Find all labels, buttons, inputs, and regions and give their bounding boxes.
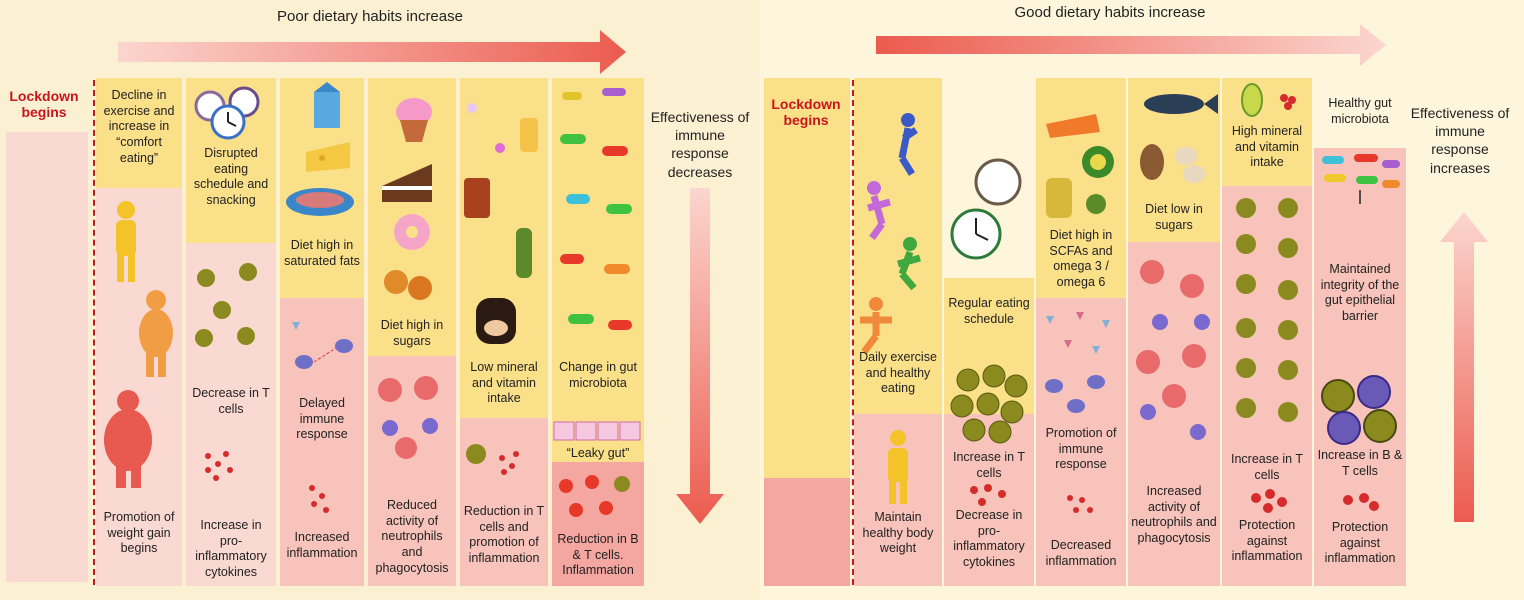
right-col-low-sugar: Diet low in sugars Increased activity of… <box>1128 78 1220 586</box>
left-col6-gut: “Leaky gut” <box>566 446 630 460</box>
fatty-foods-icon <box>286 82 354 216</box>
exercising-people-icon <box>860 113 921 355</box>
b-t-cells-icon <box>1321 375 1397 445</box>
right-col6-bottom: Protection against inflammation <box>1324 520 1396 566</box>
right-col5-bottom: Protection against inflammation <box>1231 518 1303 564</box>
t-cells-icon <box>195 263 257 347</box>
left-col-fats: Diet high in saturated fats Delayed immu… <box>280 78 364 586</box>
right-col5-top: High mineral and vitamin intake <box>1231 124 1303 170</box>
left-col-microbiota: Change in gut microbiota “Leaky gut” Red… <box>552 78 644 586</box>
healthy-body-icon <box>888 430 908 504</box>
b-t-cells-icon <box>559 475 630 517</box>
left-col1-top: Decline in exercise and increase in “com… <box>103 88 175 165</box>
right-col1-bottom: Maintain healthy body weight <box>862 510 934 556</box>
cytokines-icon <box>970 484 1006 506</box>
right-col-schedule: Regular eating schedule Increase in T ce… <box>944 78 1034 586</box>
many-t-cells-icon <box>950 364 1028 444</box>
right-col5-mid: Increase in T cells <box>1230 452 1304 482</box>
right-col6-gut: Maintained integrity of the gut epitheli… <box>1320 262 1400 323</box>
poor-habits-header: Poor dietary habits increase <box>277 8 463 25</box>
left-col3-top: Diet high in saturated fats <box>284 238 360 268</box>
left-col-sugars: Diet high in sugars Reduced activity of … <box>368 78 456 586</box>
right-col3-top: Diet high in SCFAs and omega 3 / omega 6 <box>1049 228 1113 289</box>
low-inflammation-icon <box>1067 495 1093 513</box>
left-col2-bottom: Increase in pro-inflammatory cytokines <box>195 518 267 579</box>
protection-dots-icon <box>1251 489 1287 513</box>
lockdown-line-left <box>93 80 95 585</box>
inflammation-icon <box>309 485 329 513</box>
effectiveness-increases-label: Effectiveness of immune response increas… <box>1410 105 1510 176</box>
right-col3-mid: Promotion of immune response <box>1045 426 1117 472</box>
leaky-gut-barrier-icon <box>553 421 641 441</box>
effectiveness-decreases-label: Effectiveness of immune response decreas… <box>650 109 750 180</box>
protection-dots-icon <box>1343 493 1379 511</box>
left-col-schedule: Disrupted eating schedule and snacking D… <box>186 78 276 586</box>
left-col6-bottom: Reduction in B & T cells. Inflammation <box>557 532 639 578</box>
decrease-arrow <box>676 188 724 524</box>
healthy-bacteria-icon <box>1322 154 1400 204</box>
left-col1-bottom: Promotion of weight gain begins <box>103 510 175 556</box>
reduced-t-cells-icon <box>466 444 519 475</box>
right-col4-bottom: Increased activity of neutrophils and ph… <box>1131 484 1217 545</box>
left-col2-top: Disrupted eating schedule and snacking <box>193 146 269 207</box>
left-col4-top: Diet high in sugars <box>380 318 444 348</box>
poor-habits-arrow <box>118 30 626 74</box>
bacteria-icon <box>560 88 632 330</box>
left-panel: Poor dietary habits increase Lockdown be… <box>0 0 760 600</box>
right-col2-bottom: Decrease in pro-inflammatory cytokines <box>953 508 1025 569</box>
good-habits-arrow <box>876 24 1386 66</box>
right-col6-top: Healthy gut microbiota <box>1328 96 1392 126</box>
left-col2-mid: Decrease in T cells <box>192 386 270 416</box>
lockdown-line-right <box>852 80 854 585</box>
lockdown-label-left: Lockdown begins <box>9 88 79 120</box>
active-neutrophils-icon <box>1136 260 1210 440</box>
right-col6-mid: Increase in B & T cells <box>1317 448 1403 478</box>
left-col5-top: Low mineral and vitamin intake <box>470 360 538 406</box>
clocks-icon <box>194 86 260 140</box>
left-col4-bottom: Reduced activity of neutrophils and phag… <box>375 498 449 575</box>
right-col2-top: Regular eating schedule <box>948 296 1030 326</box>
right-col-scfa: Diet high in SCFAs and omega 3 / omega 6… <box>1036 78 1126 586</box>
corn-berries-icon <box>1241 83 1296 117</box>
lockdown-bar-right-bottom <box>764 478 850 586</box>
left-col6-top: Change in gut microbiota <box>559 360 637 390</box>
immune-promotion-icon <box>1045 312 1110 413</box>
left-col-minerals: Low mineral and vitamin intake Reduction… <box>460 78 548 586</box>
left-col3-bottom: Increased inflammation <box>286 530 358 560</box>
clocks-icon <box>950 158 1022 260</box>
right-col1-top: Daily exercise and healthy eating <box>859 350 937 396</box>
good-habits-header: Good dietary habits increase <box>1014 4 1206 21</box>
lockdown-bar-right-top <box>764 78 850 478</box>
fish-nuts-icon <box>1140 94 1218 183</box>
lockdown-bar-left <box>6 132 88 582</box>
left-col-exercise: Decline in exercise and increase in “com… <box>96 78 182 586</box>
left-col5-bottom: Reduction in T cells and promotion of in… <box>463 504 545 565</box>
drinks-candy-icon <box>464 103 538 344</box>
weight-gain-silhouettes <box>104 201 173 488</box>
right-col4-top: Diet low in sugars <box>1145 202 1203 232</box>
right-col-minerals: High mineral and vitamin intake Increase… <box>1222 78 1312 586</box>
left-col3-mid: Delayed immune response <box>296 396 348 442</box>
healthy-fats-icon <box>1046 114 1114 218</box>
right-col2-mid: Increase in T cells <box>952 450 1026 480</box>
lockdown-label-right: Lockdown begins <box>771 96 841 128</box>
delayed-response-icon <box>292 322 353 369</box>
right-col3-bottom: Decreased inflammation <box>1045 538 1117 568</box>
right-panel: Good dietary habits increase Lockdown be… <box>760 0 1524 600</box>
cytokines-icon <box>205 451 233 481</box>
sweets-icon <box>382 98 432 300</box>
right-col-microbiota: Healthy gut microbiota Maintained integr… <box>1314 78 1406 586</box>
right-col-exercise: Daily exercise and healthy eating Mainta… <box>854 78 942 586</box>
increase-arrow <box>1440 212 1488 522</box>
t-cells-icon <box>1236 198 1298 422</box>
neutrophils-icon <box>378 376 438 459</box>
